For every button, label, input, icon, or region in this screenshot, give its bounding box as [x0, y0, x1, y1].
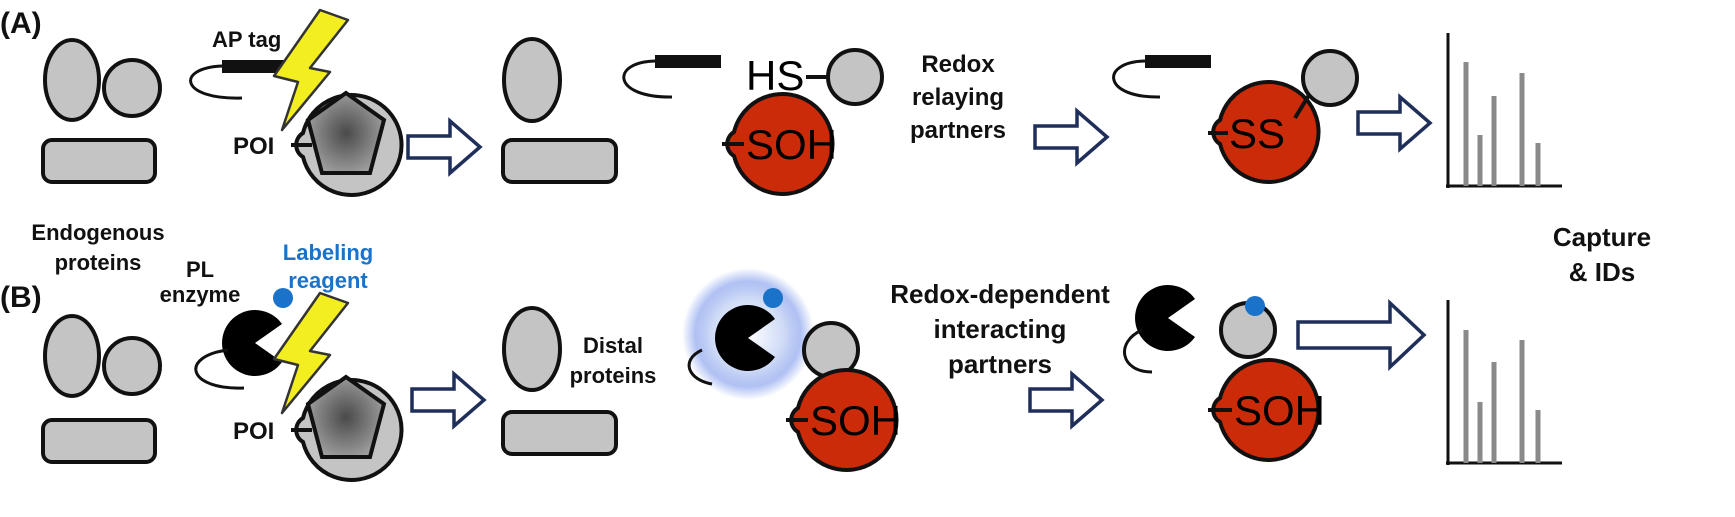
ap-tag-label: AP tag	[212, 27, 281, 52]
poi-label: POI	[1150, 120, 1191, 147]
panel-b-label: (B)	[0, 281, 42, 314]
redox-relaying-label-2: relaying	[912, 84, 1004, 111]
stimulus-pentagon	[305, 374, 387, 459]
ap-tag-bar	[222, 60, 288, 73]
ap-tag-linker	[622, 59, 673, 99]
poi-label: POI	[233, 133, 274, 160]
poi-protein-b1: POI	[233, 378, 404, 482]
redox-dependent-label-2: interacting	[934, 314, 1067, 344]
redox-relaying-label-1: Redox	[921, 51, 995, 78]
poi-protein-a1: POI	[233, 93, 404, 197]
poi-label: POI	[664, 132, 705, 159]
pl-enzyme-label-2: enzyme	[160, 282, 241, 307]
poi-label: POI	[1150, 398, 1191, 425]
soh-label: SOH	[810, 397, 901, 444]
partner-protein	[1301, 49, 1359, 107]
arrow-icon	[1028, 372, 1104, 428]
distal-proteins-label-2: proteins	[570, 363, 657, 388]
endogenous-label-2: proteins	[55, 250, 142, 275]
endogenous-proteins-a	[41, 38, 162, 184]
ap-tag-linker	[189, 64, 243, 100]
poi-oxidized-b3: POI	[1150, 358, 1321, 462]
poi-oxidized-a3: POI	[1150, 80, 1321, 184]
soh-label: SOH	[1234, 387, 1325, 434]
arrow-icon	[1033, 109, 1109, 165]
distal-protein-rect	[501, 410, 618, 456]
poi-oxidized-a2: POI	[664, 92, 835, 196]
stimulus-pentagon	[305, 90, 387, 175]
protein-rect	[41, 138, 157, 184]
poi-label: POI	[233, 418, 274, 445]
protein-ellipse	[502, 37, 562, 123]
endogenous-label-1: Endogenous	[31, 220, 164, 245]
partner-protein	[826, 48, 884, 106]
arrow-icon	[1356, 95, 1432, 151]
pl-enzyme-linker	[194, 348, 245, 390]
hs-label: HS	[746, 52, 804, 99]
capture-label-1: Capture	[1553, 222, 1651, 252]
endogenous-proteins-b	[41, 314, 162, 464]
labeling-reagent-dot	[1245, 296, 1265, 316]
pl-enzyme-pacman-icon	[1135, 285, 1195, 351]
poi-label: POI	[728, 408, 769, 435]
poi-oxidized-b2: POI	[728, 368, 899, 472]
protein-ellipse	[43, 38, 101, 122]
labeling-reagent-dot	[273, 288, 293, 308]
ap-tag-bar	[655, 55, 721, 68]
redox-dependent-label-1: Redox-dependent	[890, 279, 1110, 309]
pl-enzyme-label-1: PL	[186, 257, 214, 282]
ss-bond	[1293, 93, 1311, 120]
distal-proteins-label-1: Distal	[583, 333, 643, 358]
arrow-icon	[406, 119, 482, 175]
ap-tag-bar	[1145, 55, 1211, 68]
labeling-reagent-label-2: reagent	[288, 268, 368, 293]
pl-enzyme-pacman-icon	[222, 310, 282, 376]
protein-circle	[102, 336, 162, 396]
spectrum-b	[1446, 300, 1562, 465]
panel-a-label: (A)	[0, 7, 42, 40]
long-arrow-icon	[1296, 298, 1427, 372]
pl-enzyme-linker	[1123, 328, 1153, 374]
protein-rect	[41, 418, 157, 464]
soh-label: SOH	[746, 121, 837, 168]
distal-protein-ellipse	[502, 306, 562, 392]
redox-relaying-label-3: partners	[910, 117, 1006, 144]
ap-tag-linker	[1112, 59, 1161, 99]
protein-ellipse	[43, 314, 101, 398]
arrow-icon	[410, 372, 486, 428]
redox-dependent-label-3: partners	[948, 349, 1052, 379]
protein-rect	[501, 138, 618, 184]
protein-circle	[102, 58, 162, 118]
capture-label-2: & IDs	[1569, 257, 1635, 287]
labeling-reagent-label-1: Labeling	[283, 240, 373, 265]
ss-label: SS	[1229, 110, 1285, 157]
spectrum-a	[1446, 33, 1562, 188]
pl-enzyme-linker	[687, 348, 713, 386]
labeling-reagent-dot	[763, 288, 783, 308]
